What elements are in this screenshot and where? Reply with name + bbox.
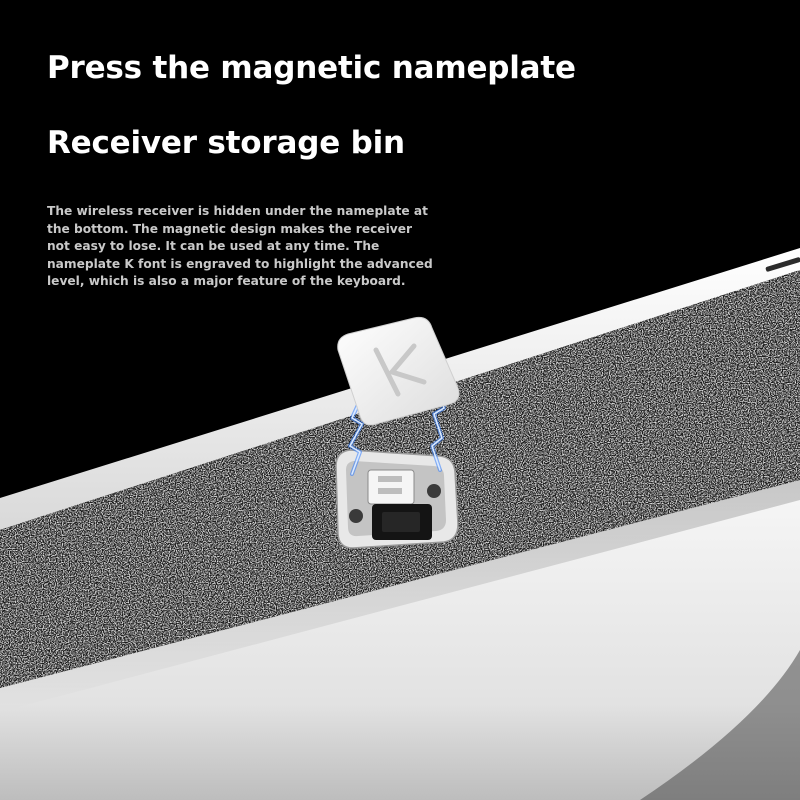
description-line: the bottom. The magnetic design makes th… [47,221,412,236]
description-line: nameplate K font is engraved to highligh… [47,256,433,271]
description-paragraph: The wireless receiver is hidden under th… [47,203,447,291]
usb-receiver-icon [367,469,432,540]
magnetic-nameplate [337,317,460,426]
headline-receiver-storage-bin: Receiver storage bin [47,125,405,161]
k-logo-icon [373,343,427,397]
description-line: not easy to lose. It can be used at any … [47,239,380,253]
description-line: level, which is also a major feature of … [47,274,406,288]
headline-magnetic-nameplate: Press the magnetic nameplate [47,50,576,86]
frame-slot [765,257,800,272]
description-line: The wireless receiver is hidden under th… [47,204,428,218]
frame-corner-shadow [640,650,800,800]
frame-shadow [0,480,800,712]
keyboard-frame-bottom [0,480,800,800]
